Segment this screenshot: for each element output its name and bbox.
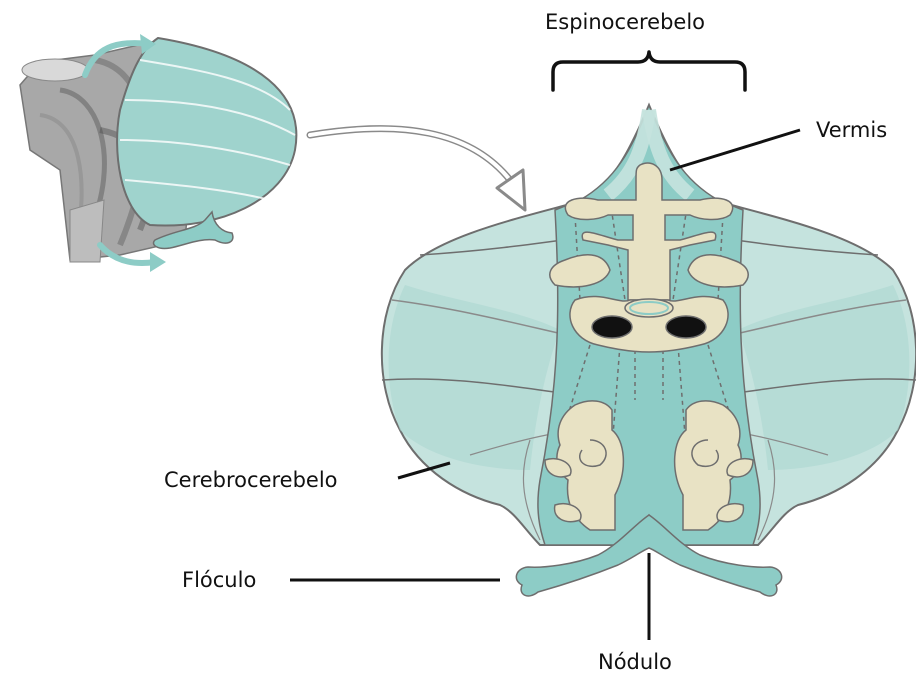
label-floculo: Flóculo xyxy=(182,570,256,591)
somatotopic-map-upper xyxy=(550,163,748,352)
label-vermis: Vermis xyxy=(816,120,887,141)
label-espinocerebelo: Espinocerebelo xyxy=(545,12,705,33)
espinocerebelo-brace xyxy=(553,52,745,90)
label-cerebrocerebelo: Cerebrocerebelo xyxy=(164,470,338,491)
label-nodulo: Nódulo xyxy=(598,652,672,673)
vermis-leader-line xyxy=(670,130,800,170)
unfold-arrow-icon xyxy=(310,129,525,210)
thumbnail-cerebellum xyxy=(117,38,296,248)
